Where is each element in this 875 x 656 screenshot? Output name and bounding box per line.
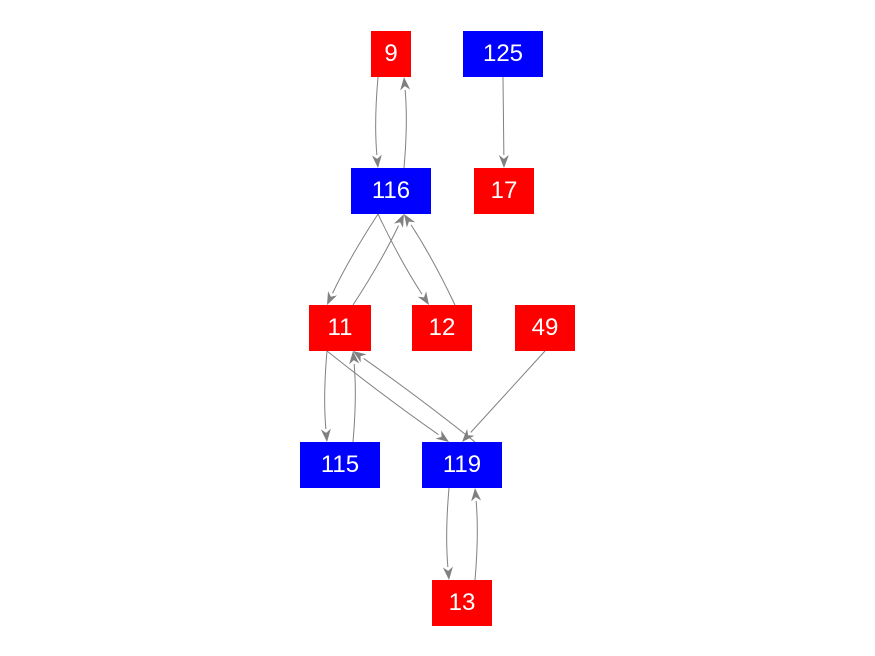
edge-115-to-11 — [352, 363, 356, 443]
arrowhead-icon — [353, 351, 367, 363]
node-125[interactable]: 125 — [463, 31, 543, 77]
edge-116-to-12 — [377, 213, 423, 295]
arrowhead-icon — [393, 214, 404, 228]
edge-11-to-116 — [352, 225, 399, 306]
node-12[interactable]: 12 — [412, 305, 472, 351]
edge-49-to-119 — [470, 350, 546, 433]
arrowhead-icon — [435, 430, 449, 442]
arrowhead-icon — [371, 154, 382, 168]
edge-9-to-116 — [375, 76, 379, 156]
node-116[interactable]: 116 — [351, 168, 431, 214]
edge-13-to-119 — [474, 500, 478, 581]
arrowhead-icon — [471, 488, 482, 502]
arrowhead-icon — [349, 351, 360, 365]
node-115[interactable]: 115 — [300, 442, 380, 488]
arrowhead-icon — [498, 154, 509, 168]
node-119[interactable]: 119 — [422, 442, 502, 488]
node-13[interactable]: 13 — [432, 580, 492, 626]
arrowhead-icon — [404, 214, 416, 228]
edge-125-to-17 — [502, 76, 505, 156]
edge-11-to-115 — [324, 350, 328, 430]
arrowhead-icon — [442, 566, 453, 580]
node-11[interactable]: 11 — [309, 305, 371, 351]
edge-12-to-116 — [410, 224, 456, 306]
edge-119-to-11 — [363, 358, 476, 443]
node-49[interactable]: 49 — [515, 305, 575, 351]
arrowhead-icon — [327, 291, 338, 305]
node-9[interactable]: 9 — [371, 31, 411, 77]
arrowhead-icon — [320, 428, 331, 442]
edge-119-to-13 — [446, 487, 450, 568]
edge-11-to-119 — [326, 350, 439, 435]
arrowhead-icon — [462, 429, 475, 442]
edge-116-to-9 — [403, 89, 407, 169]
arrowhead-icon — [400, 77, 411, 91]
edge-116-to-11 — [332, 213, 379, 294]
arrowhead-icon — [417, 291, 429, 305]
node-17[interactable]: 17 — [474, 168, 534, 214]
